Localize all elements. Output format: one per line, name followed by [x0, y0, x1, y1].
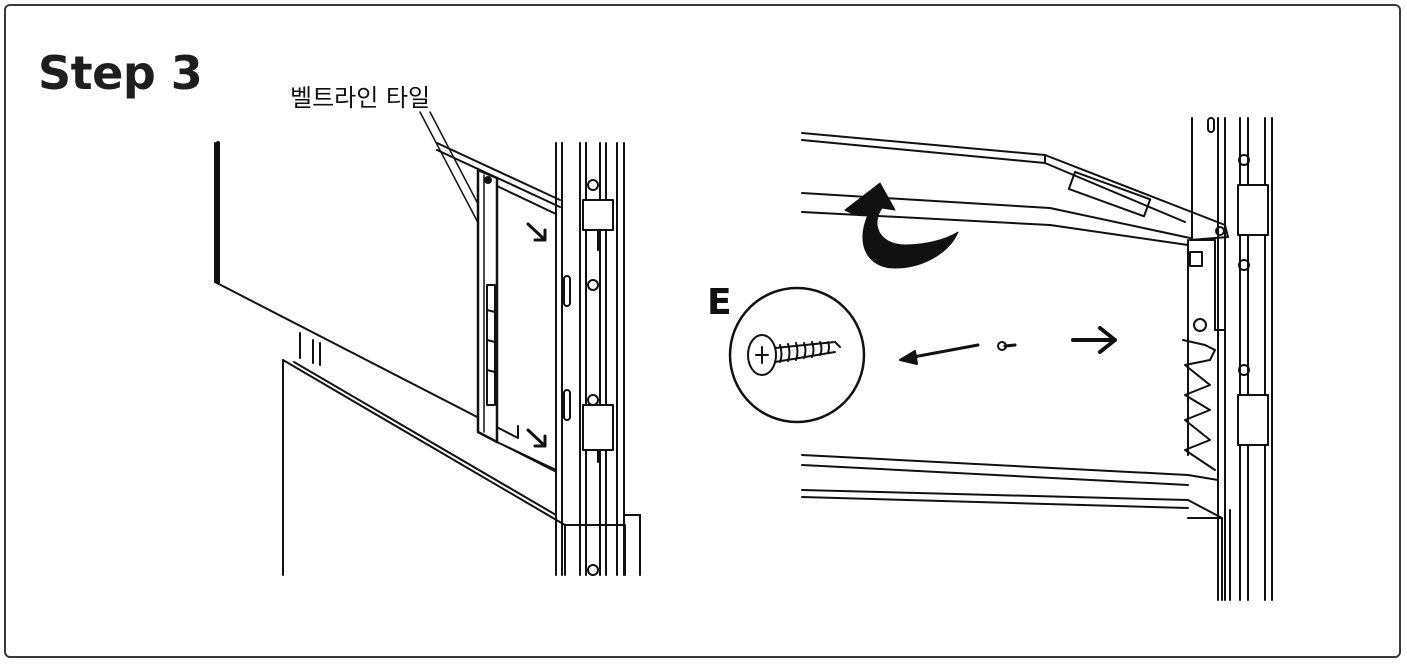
back-wall [801, 239, 1223, 519]
remove-screw-arrow [906, 343, 980, 360]
remove-screw-arrowhead [899, 350, 918, 365]
top-rail [436, 142, 561, 208]
vertical-post [555, 142, 625, 576]
screw-part-e-detail [728, 286, 866, 424]
step-title: Step 3 [38, 46, 203, 100]
right-illustration [728, 117, 1273, 601]
right-vertical-post [1191, 117, 1273, 601]
screw-in-panel [997, 341, 1017, 351]
right-lower-door [1187, 509, 1231, 601]
upper-side-panel [214, 141, 519, 439]
screw-part-label: E [707, 282, 732, 323]
inner-panel [496, 185, 557, 473]
lower-door-panel [282, 332, 641, 576]
rotate-arrow-icon [844, 182, 959, 269]
slide-arrows [526, 222, 547, 448]
beltline-tile [476, 168, 499, 444]
figure-frame [4, 4, 1401, 658]
beltline-tile-callout: 벨트라인 타일 [290, 84, 431, 112]
left-illustration [214, 111, 641, 576]
slide-right-arrow [1071, 326, 1117, 354]
